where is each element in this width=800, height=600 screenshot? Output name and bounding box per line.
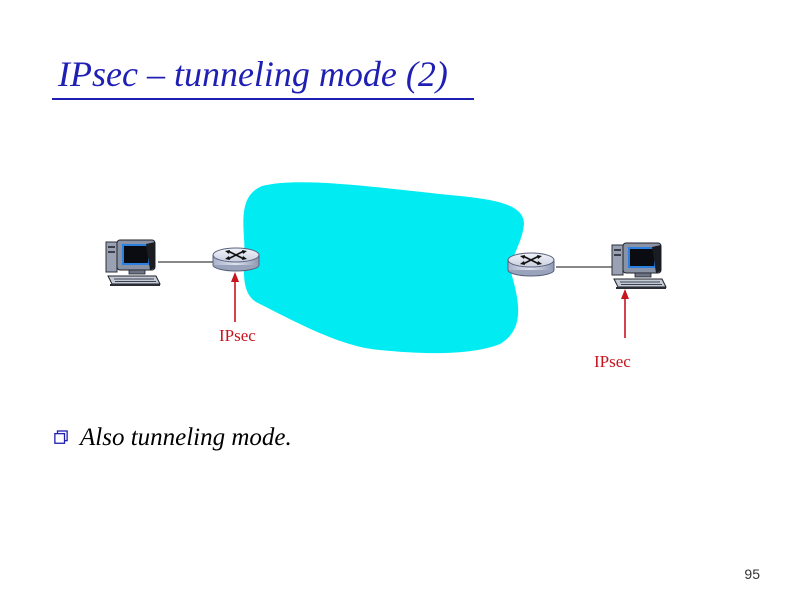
arrow-ipsec-right — [621, 289, 629, 338]
slide-number: 95 — [744, 566, 760, 582]
ipsec-label-right: IPsec — [594, 352, 631, 371]
checkbox-bullet-icon — [54, 430, 68, 444]
computer-icon-left — [105, 239, 161, 287]
computer-icon-right — [611, 242, 667, 290]
arrow-ipsec-left — [231, 272, 239, 322]
router-icon-right — [507, 252, 555, 277]
bullet-item: Also tunneling mode. — [54, 422, 292, 454]
router-icon-left — [212, 247, 260, 272]
bullet-text: Also tunneling mode. — [80, 424, 292, 451]
ipsec-label-left: IPsec — [219, 326, 256, 345]
title-underline — [52, 98, 474, 100]
slide-title: IPsec – tunneling mode (2) — [58, 54, 448, 94]
network-cloud — [243, 182, 524, 354]
